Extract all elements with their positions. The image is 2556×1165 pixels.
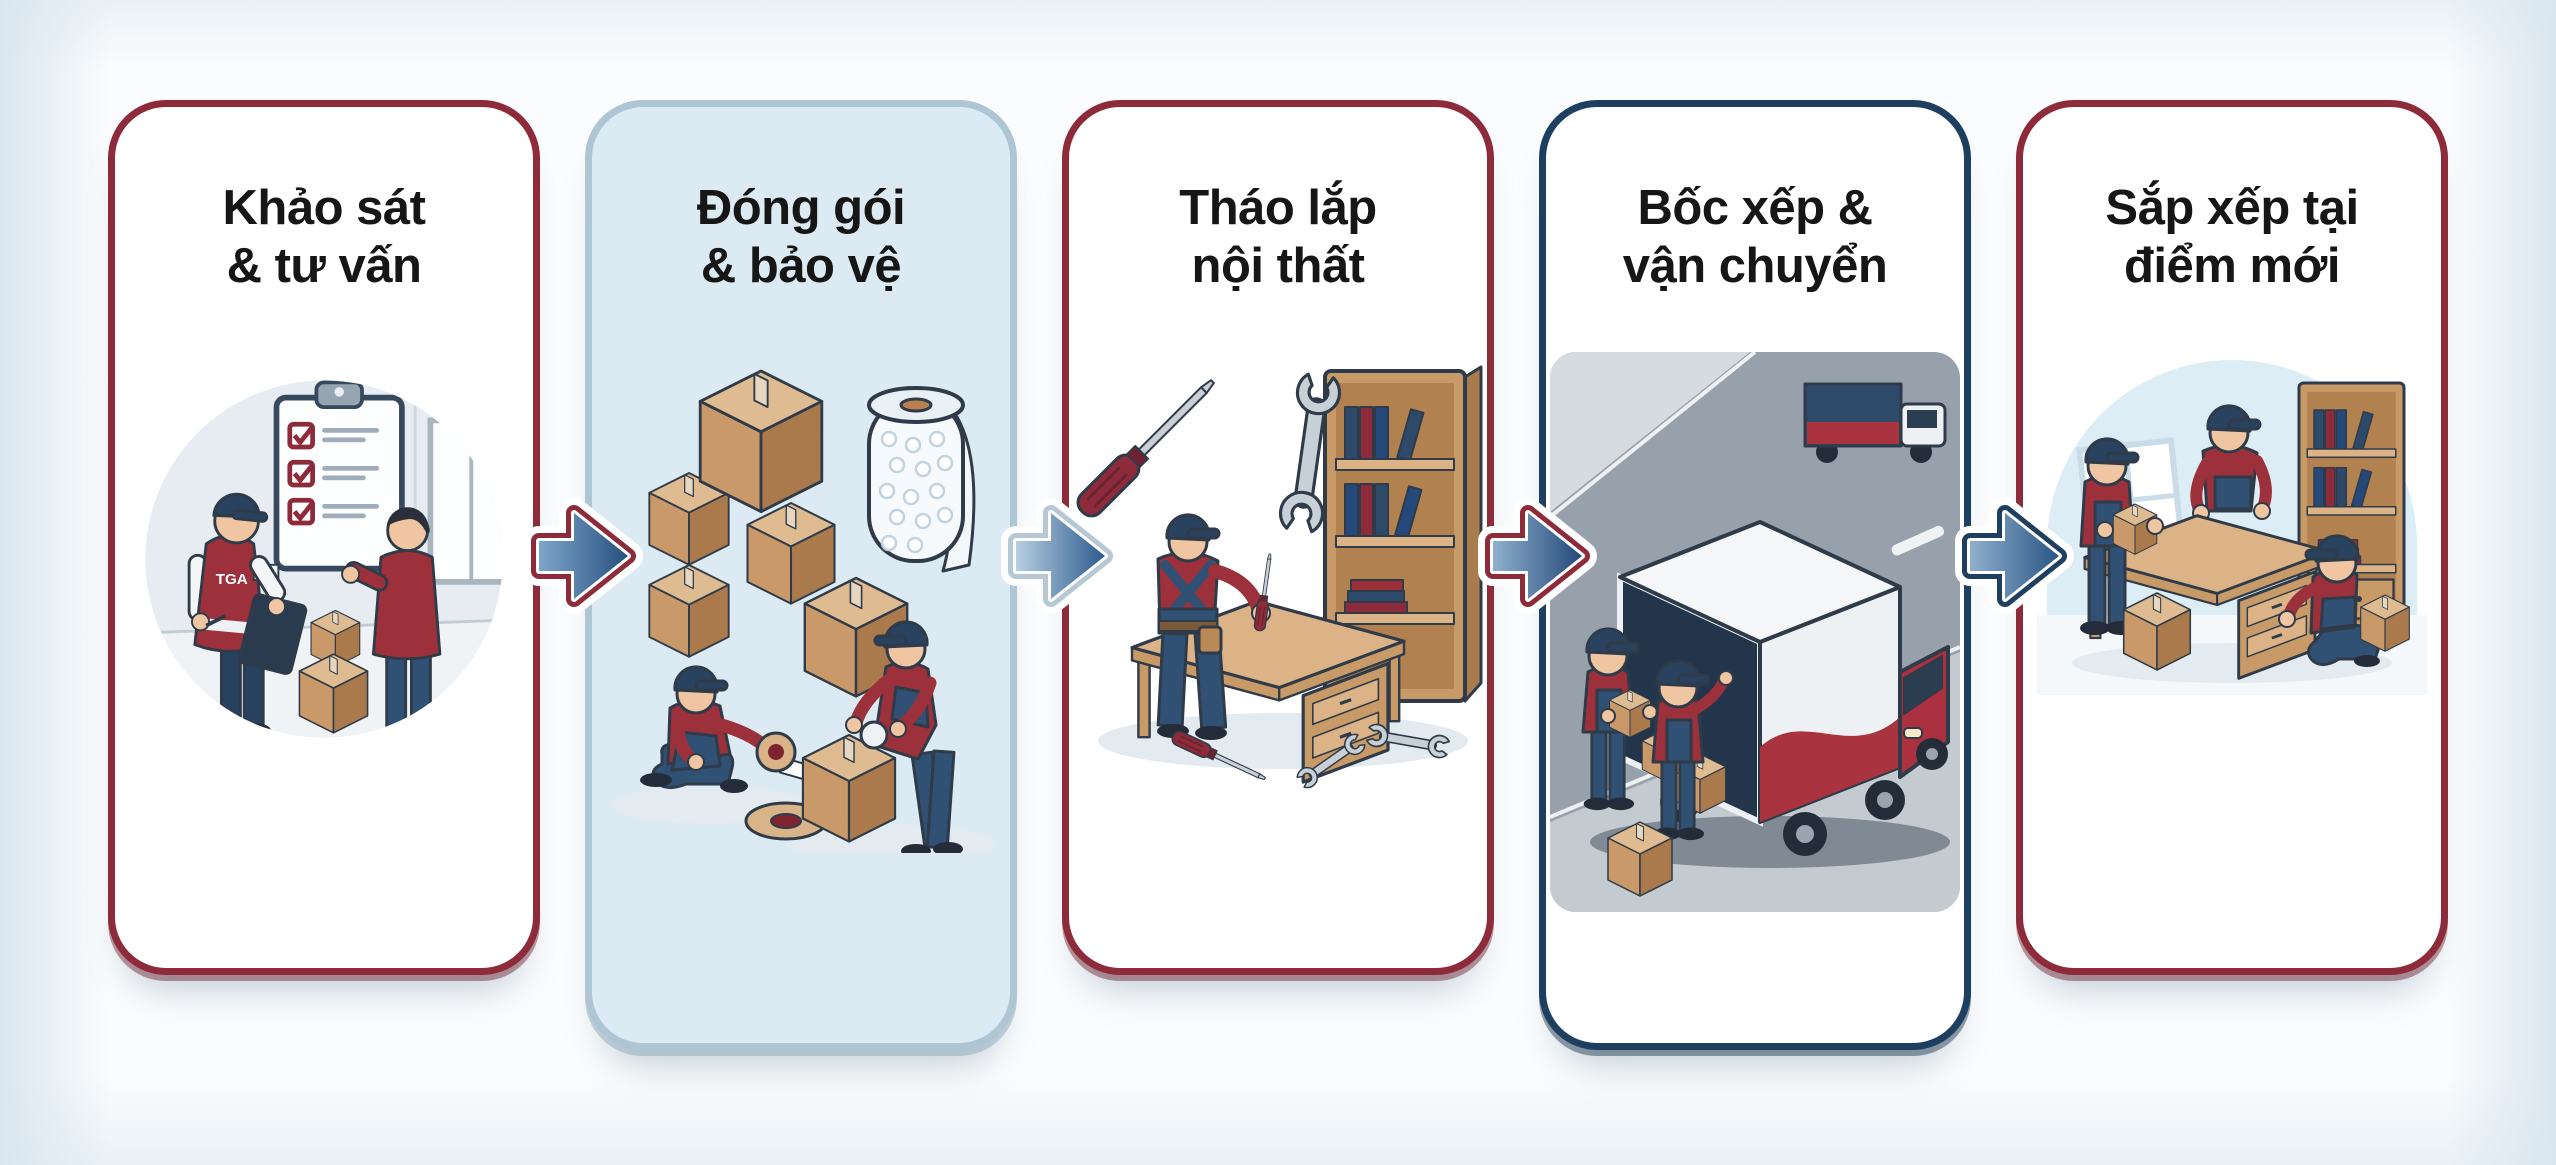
bubble-wrap-icon (867, 386, 976, 573)
step-title: Sắp xếp tại điểm mới (2033, 179, 2431, 295)
box-being-taped (801, 733, 897, 843)
step-card-arrange: Sắp xếp tại điểm mới (2016, 100, 2448, 975)
survey-illustration: TGA (145, 380, 503, 738)
step-title-line2: vận chuyển (1622, 239, 1888, 293)
step-title: Khảo sát & tư vấn (125, 179, 523, 295)
transport-illustration (1550, 352, 1960, 912)
step-title-line2: điểm mới (2124, 239, 2341, 293)
flow-arrow-3-icon (1478, 498, 1597, 614)
step-card-packing: Đóng gói & bảo vệ (585, 100, 1017, 1050)
arrange-illustration (2037, 360, 2427, 695)
step-card-transport: Bốc xếp & vận chuyển (1539, 100, 1971, 1050)
worker-sealing-box (801, 620, 963, 853)
distant-truck-icon (1803, 382, 1947, 463)
flow-arrow-2-icon (1001, 498, 1120, 614)
step-title-line1: Khảo sát (222, 181, 426, 235)
flow-arrow-4-icon (1955, 498, 2074, 614)
step-title-line1: Sắp xếp tại (2105, 181, 2359, 235)
step-title-line1: Đóng gói (696, 181, 906, 235)
box-on-ground (1607, 821, 1673, 897)
step-title: Bốc xếp & vận chuyển (1556, 179, 1954, 295)
step-title: Tháo lắp nội thất (1079, 179, 1477, 295)
checklist-clipboard-icon (273, 380, 405, 572)
box-on-floor (2122, 592, 2192, 671)
furniture-illustration (1073, 365, 1483, 791)
bookshelf-icon (1323, 365, 1483, 703)
box-stack-icon (648, 369, 909, 698)
worker-assembling (1156, 513, 1276, 740)
vest-badge-text: TGA (216, 571, 248, 588)
step-title-line1: Tháo lắp (1179, 181, 1377, 235)
mover-figure: TGA (187, 492, 308, 737)
step-title-line2: & tư vấn (226, 239, 422, 293)
screwdriver-icon (1073, 370, 1224, 523)
worker-taping-kneeling (640, 665, 830, 793)
worker-behind-desk (2190, 404, 2272, 522)
mover-carrying-box (1581, 627, 1658, 812)
worker-carrying-box (2078, 437, 2164, 637)
step-title-line1: Bốc xếp & (1637, 181, 1873, 235)
step-card-survey: Khảo sát & tư vấn (108, 100, 540, 975)
step-card-furniture: Tháo lắp nội thất (1062, 100, 1494, 975)
flow-arrow-1-icon (524, 498, 643, 614)
step-title-line2: nội thất (1191, 239, 1365, 293)
box-on-floor (2360, 594, 2410, 652)
step-title: Đóng gói & bảo vệ (602, 179, 1000, 295)
window (427, 417, 503, 585)
packing-illustration (611, 369, 996, 853)
truck-cab (1898, 645, 1950, 779)
step-title-line2: & bảo vệ (700, 239, 902, 293)
mover-loading (1651, 659, 1734, 842)
